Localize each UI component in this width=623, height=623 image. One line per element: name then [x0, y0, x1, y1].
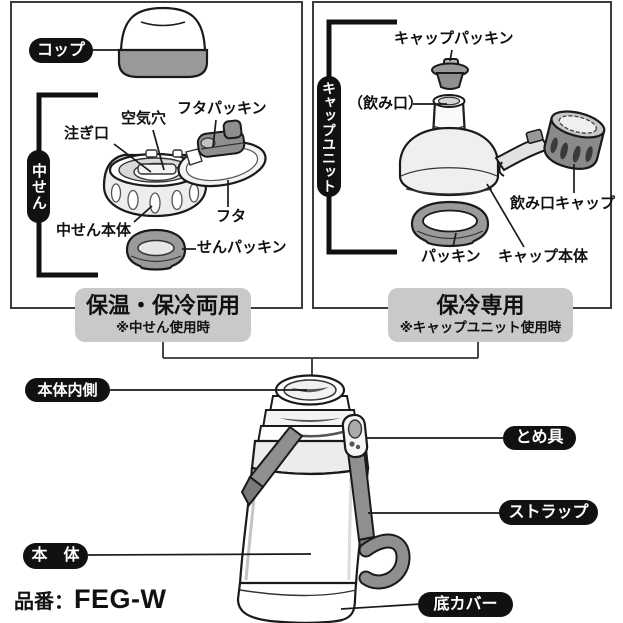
body-pill: 本 体 — [23, 543, 88, 569]
drinking-mouth-label: （飲み口） — [348, 95, 424, 112]
bottom-cover-pill: 底カバー — [418, 592, 513, 617]
mouth-cap-drawing — [543, 110, 606, 170]
usage-connectors — [162, 342, 479, 377]
usage-hot-cold-note: ※中せん使用時 — [115, 319, 211, 335]
lid-gasket-label: フタパッキン — [177, 100, 267, 117]
product-number-code: FEG-W — [74, 584, 167, 614]
fastener-pill: とめ具 — [503, 426, 576, 450]
cap-gasket-drawing — [431, 58, 469, 90]
bottle-drawing — [236, 374, 411, 623]
product-number-prefix: 品番： — [14, 591, 74, 613]
lid-label: フタ — [216, 208, 247, 225]
packing-ring-drawing — [410, 200, 490, 248]
usage-cold-only-title: 保冷専用 — [436, 293, 525, 319]
leader-lines — [87, 49, 575, 610]
cap-gasket-label: キャップパッキン — [394, 30, 514, 47]
inner-body-pill: 本体内側 — [25, 378, 110, 402]
cap-body-label: キャップ本体 — [498, 248, 589, 265]
stopper-body-label: 中せん本体 — [56, 222, 132, 239]
product-number: 品番： FEG-W — [14, 584, 166, 615]
stopper-assembly-drawing — [102, 119, 267, 271]
cup-drawing — [117, 6, 209, 79]
mouth-cap-label: 飲み口キャップ — [510, 195, 616, 212]
stopper-gasket-label: せんパッキン — [197, 239, 287, 256]
usage-cold-only-note: ※キャップユニット使用時 — [399, 319, 562, 335]
cup-label-pill: コップ — [29, 38, 93, 63]
naka-sen-bracket-pill: 中せん — [27, 150, 50, 223]
usage-hot-cold-title: 保温・保冷両用 — [85, 293, 240, 319]
air-hole-label: 空気穴 — [121, 110, 167, 127]
cap-unit-assembly-drawing — [398, 58, 606, 248]
lid-gasket-knob — [196, 119, 246, 158]
strap-pill: ストラップ — [499, 500, 598, 525]
usage-box-hot-cold: 保温・保冷両用 ※中せん使用時 — [75, 288, 251, 342]
shoulder-strap-left — [240, 425, 304, 507]
usage-box-cold-only: 保冷専用 ※キャップユニット使用時 — [388, 288, 573, 342]
pour-spout-label: 注ぎ口 — [64, 125, 110, 142]
stopper-gasket-drawing — [125, 228, 187, 271]
cap-unit-bracket-pill: キャップユニット — [317, 76, 341, 197]
fastener-clip-drawing — [341, 413, 369, 459]
packing-label: パッキン — [421, 248, 481, 265]
